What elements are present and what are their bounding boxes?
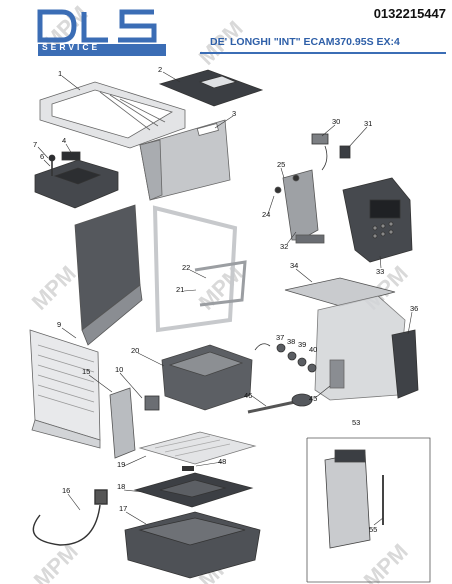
- document-number: 0132215447: [373, 6, 446, 21]
- part-36-side-panel: [391, 329, 419, 399]
- part-label: 31: [364, 119, 372, 128]
- part-label: 21: [176, 285, 184, 294]
- part-label: 4: [62, 136, 66, 145]
- part-19-cup-grid: [138, 431, 257, 465]
- part-label: 3: [232, 109, 236, 118]
- part-label: 33: [376, 267, 384, 276]
- part-label: 46: [244, 391, 252, 400]
- part-label: 1: [58, 69, 62, 78]
- part-3-front-panel: [139, 119, 231, 201]
- part-15-side-panel: [109, 387, 136, 459]
- part-label: 20: [131, 346, 139, 355]
- part-53-milk-jug: [324, 449, 384, 549]
- part-46-scoop: [247, 393, 313, 414]
- logo-subtitle: SERVICE: [42, 42, 101, 52]
- part-label: 2: [158, 65, 162, 74]
- part-label: 19: [117, 460, 125, 469]
- part-37-40-fittings: [254, 343, 317, 373]
- part-45-water-tank: [314, 295, 406, 401]
- part-label: 38: [287, 337, 295, 346]
- part-label: 39: [298, 340, 306, 349]
- part-label: 18: [117, 482, 125, 491]
- part-label: 6: [40, 152, 44, 161]
- part-48-float: [182, 466, 194, 471]
- part-label: 30: [332, 117, 340, 126]
- part-label: 48: [218, 457, 226, 466]
- part-2-lid: [158, 69, 264, 107]
- dls-logo: [37, 9, 166, 56]
- watermark: MPM: [29, 539, 83, 584]
- part-21-chassis-frame: [152, 205, 247, 333]
- part-7-bean-hopper: [34, 151, 119, 209]
- part-label: 15: [82, 367, 90, 376]
- part-10-valve: [144, 395, 160, 411]
- watermark: MPM: [359, 539, 413, 584]
- part-label: 17: [119, 504, 127, 513]
- part-18-tray-base: [133, 472, 254, 508]
- part-label: 9: [57, 320, 61, 329]
- part-label: 22: [182, 263, 190, 272]
- part-label: 53: [352, 418, 360, 427]
- part-label: 37: [276, 333, 284, 342]
- part-17-drip-tray-bottom: [124, 511, 261, 579]
- part-30-switch: [311, 133, 351, 171]
- model-title: DE' LONGHI "INT" ECAM370.95S EX:4: [210, 36, 400, 48]
- part-label: 25: [277, 160, 285, 169]
- part-label: 24: [262, 210, 270, 219]
- part-33-control-panel: [342, 177, 413, 263]
- part-label: 7: [33, 140, 37, 149]
- watermark: MPM: [27, 261, 81, 315]
- part-1-top-frame: [39, 81, 186, 149]
- part-label: 34: [290, 261, 298, 270]
- part-label: 45: [309, 394, 317, 403]
- part-label: 10: [115, 365, 123, 374]
- part-label: 36: [410, 304, 418, 313]
- part-9-back-panel: [74, 204, 143, 346]
- part-label: 16: [62, 486, 70, 495]
- header-rule: [200, 52, 446, 54]
- part-16-power-cord: [32, 489, 108, 546]
- part-label: 32: [280, 242, 288, 251]
- part-20-drip-tray: [161, 344, 253, 411]
- part-32-brew-unit-column: [274, 169, 325, 244]
- part-9-side-grille: [29, 329, 101, 449]
- part-label: 40: [309, 345, 317, 354]
- part-label: 55: [369, 525, 377, 534]
- part-53-milk-jug-box: [306, 437, 431, 583]
